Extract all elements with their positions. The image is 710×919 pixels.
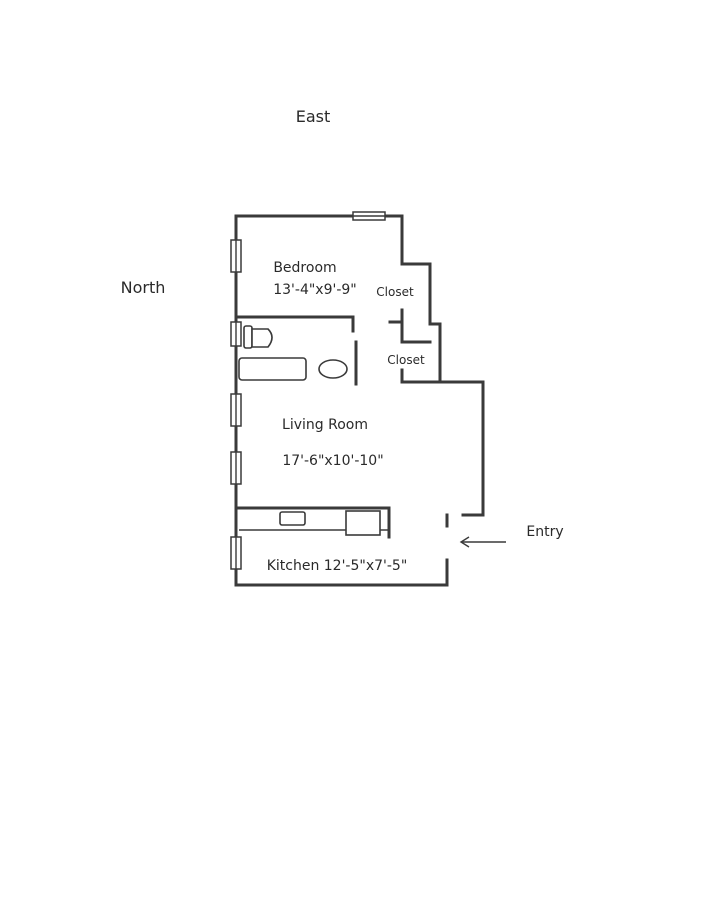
kitchen-label: Kitchen 12'-5"x7'-5" xyxy=(267,558,408,574)
living-room-name: Living Room xyxy=(282,417,368,433)
stove-icon xyxy=(345,510,381,536)
entry-arrow-icon xyxy=(459,536,506,548)
entry-arrow-head xyxy=(459,536,470,548)
living-room-dimensions: 17'-6"x10'-10" xyxy=(282,453,383,469)
toilet-tank-icon xyxy=(243,325,253,349)
bathroom-fixtures xyxy=(238,325,348,381)
bedroom-name: Bedroom xyxy=(273,260,336,276)
kitchen-sink-icon xyxy=(279,511,306,526)
bedroom-dimensions: 13'-4"x9'-9" xyxy=(273,282,357,298)
interior-walls xyxy=(234,308,432,539)
compass-north-label: North xyxy=(121,278,166,297)
kitchen-fixtures xyxy=(239,510,389,536)
compass-east-label: East xyxy=(296,107,331,126)
entry-label: Entry xyxy=(526,524,563,540)
toilet-bowl-icon xyxy=(251,328,273,348)
closet-upper-label: Closet xyxy=(376,285,414,299)
closet-lower-label: Closet xyxy=(387,353,425,367)
sink-icon xyxy=(318,359,348,379)
bathtub-icon xyxy=(238,357,307,381)
windows xyxy=(230,211,386,570)
